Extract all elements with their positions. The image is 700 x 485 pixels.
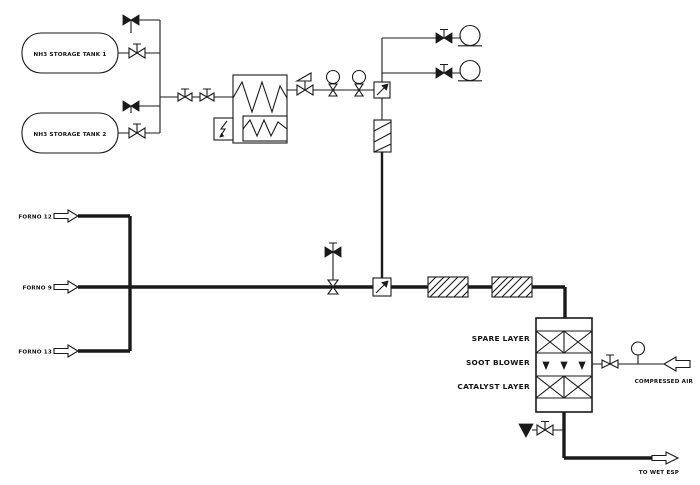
compressed-air-gauge (630, 341, 646, 356)
hand-valve-2 (199, 92, 215, 102)
compressed-air-valve (601, 359, 619, 369)
compressed-air-valve-stem (606, 354, 614, 364)
spare-layer-label: SPARE LAYER (472, 334, 530, 343)
nh3-injector-arrowhead (381, 83, 389, 91)
flue-gas-duct (78, 214, 567, 353)
compressed-air-arrow (662, 356, 691, 372)
tank2-vent-valve (122, 100, 140, 112)
hand-valve-2-stem (203, 88, 211, 97)
tank1-label: NH3 STORAGE TANK 1 (34, 52, 107, 58)
reactor-outlet-duct (562, 412, 652, 460)
tank1-outlet-valve-stem (133, 43, 141, 53)
pump2-valve-stem (440, 63, 448, 73)
drain-valve (536, 424, 554, 436)
duct-injection-nozzle (326, 279, 340, 295)
forno-12-arrow (53, 209, 80, 223)
gauge-2-root-valve (353, 83, 365, 97)
pump-1 (459, 24, 481, 47)
nh3-storage-tank-2 (21, 112, 119, 154)
lightning-bolt-icon (219, 120, 228, 138)
duct-bypass-valve (324, 246, 342, 258)
static-mixer-1-hatch (427, 276, 469, 298)
nh3-storage-tank-1 (21, 32, 119, 74)
forno-12-label: FORNO 12 (18, 215, 52, 221)
vaporizer-inner-coil (242, 118, 288, 138)
pump1-valve-stem (440, 28, 448, 38)
tank2-outlet-valve (128, 127, 146, 139)
pump1-valve (435, 32, 453, 44)
to-wet-esp-label: TO WET ESP (639, 470, 679, 476)
pressure-gauge-1 (325, 69, 341, 85)
forno-9-label: FORNO 9 (22, 286, 52, 292)
tank1-vent-valve (122, 14, 140, 26)
wet-esp-arrow (651, 451, 680, 465)
pressure-gauge-2 (351, 69, 367, 85)
tank1-outlet-valve (128, 47, 146, 59)
control-valve (296, 84, 314, 96)
catalyst-layer-label: CATALYST LAYER (457, 382, 530, 391)
lightning-bolt-tip (219, 132, 225, 138)
pump2-valve (435, 67, 453, 79)
hand-valve-1 (177, 92, 193, 102)
forno-9-arrow (53, 280, 80, 294)
static-mixer-2-hatch (491, 276, 533, 298)
soot-blower-nozzles (542, 361, 586, 371)
catalyst-layer-bed (535, 375, 593, 399)
spare-layer-bed (535, 330, 593, 354)
drain-funnel (518, 423, 534, 438)
strainer (373, 119, 392, 153)
duct-bypass-valve-stem (329, 242, 337, 252)
hand-valve-1-stem (181, 88, 189, 97)
soot-blower-label: SOOT BLOWER (466, 358, 530, 367)
tank2-outlet-valve-stem (133, 123, 141, 133)
nh3-tank-piping (118, 19, 233, 134)
duct-mixer-arrowhead (381, 280, 389, 288)
drain-valve-stem (541, 420, 549, 430)
pump-2 (459, 59, 481, 82)
vaporizer-coil (232, 80, 288, 114)
control-valve-actuator-flag (294, 72, 312, 82)
forno-13-arrow (53, 344, 80, 358)
compressed-air-label: COMPRESSED AIR (635, 379, 694, 385)
strainer-hatch (373, 121, 392, 153)
forno-13-label: FORNO 13 (18, 350, 52, 356)
tank2-label: NH3 STORAGE TANK 2 (34, 132, 107, 138)
